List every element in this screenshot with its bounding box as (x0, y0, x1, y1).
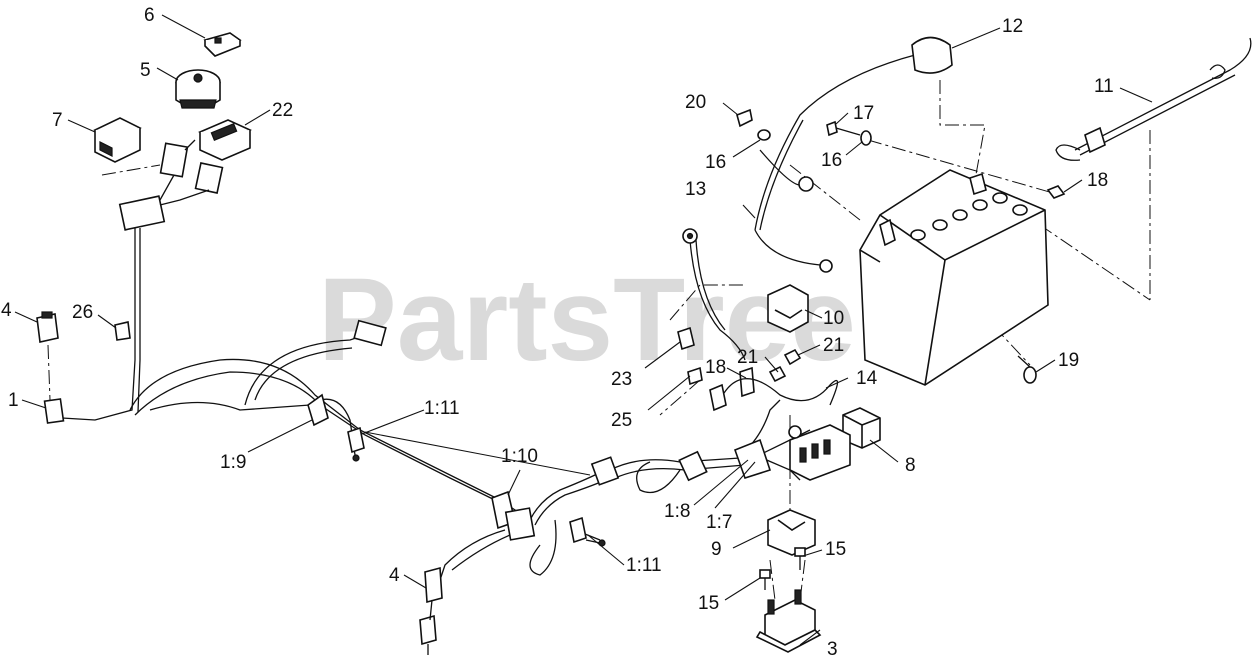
part-3-solenoid (755, 589, 822, 653)
callout-16-right: 16 (821, 150, 842, 171)
callout-18-center: 18 (705, 357, 726, 378)
callout-3: 3 (827, 639, 838, 660)
callout-4-lower: 4 (389, 565, 400, 586)
switch-connectors (118, 139, 224, 231)
fuse-block (789, 424, 851, 481)
part-15-bolts (759, 547, 806, 590)
callout-23: 23 (611, 369, 632, 390)
callout-19: 19 (1058, 350, 1079, 371)
part-21-nuts (768, 348, 802, 383)
watermark-text: PartsTree (318, 254, 856, 386)
battery-terminal-hardware (736, 108, 872, 146)
callout-7: 7 (52, 110, 63, 131)
callout-22: 22 (272, 100, 293, 121)
callout-13: 13 (685, 179, 706, 200)
part-7-rocker-switch (93, 117, 142, 163)
ref-1-10: 1:10 (501, 446, 538, 467)
part-4-lower-switch (419, 566, 443, 655)
callout-15-right: 15 (825, 539, 846, 560)
callout-11: 11 (1094, 76, 1114, 97)
callout-6: 6 (144, 5, 155, 26)
part-4-upper-switch (36, 311, 59, 343)
part-13-cable (682, 54, 916, 361)
callout-9: 9 (711, 539, 722, 560)
callout-26: 26 (72, 302, 93, 323)
callout-25: 25 (611, 410, 632, 431)
watermark: PartsTree TM (318, 254, 928, 386)
ref-1-7: 1:7 (706, 512, 732, 533)
part-19-knob (1017, 355, 1037, 384)
part-12-boot (911, 36, 953, 74)
part-10-terminal-boot (767, 284, 809, 333)
part-14-cable (709, 378, 839, 439)
part-11-hold-down-rod (1055, 37, 1252, 161)
connector-upper-plug (353, 319, 387, 347)
callout-21-left: 21 (737, 347, 758, 368)
callout-12: 12 (1002, 16, 1023, 37)
callout-21-right: 21 (823, 335, 844, 356)
callout-1: 1 (8, 390, 19, 411)
callout-5: 5 (140, 60, 151, 81)
callout-labels: 6 5 7 22 4 26 1 1:9 1:11 1:10 1:11 4 1:8… (1, 5, 1114, 660)
part-26-clip (114, 321, 131, 341)
part-6-cap (203, 32, 242, 57)
callout-16-left: 16 (705, 152, 726, 173)
part-9-cover (767, 509, 816, 556)
part-1-connector (43, 398, 65, 424)
callout-10: 10 (823, 308, 844, 329)
part-18-nut-right (1046, 185, 1066, 199)
ref-1-11-upper: 1:11 (424, 398, 460, 419)
part-5-ignition-switch (175, 69, 221, 109)
callout-20: 20 (685, 92, 706, 113)
callout-4-upper: 4 (1, 300, 12, 321)
callout-14: 14 (856, 368, 878, 389)
part-22-hour-meter (198, 119, 252, 161)
harness-right-connectors (590, 438, 772, 486)
ref-1-11-lower: 1:11 (626, 555, 662, 576)
callout-17: 17 (853, 103, 874, 124)
leader-lines (14, 14, 1153, 646)
callout-15-left: 15 (698, 593, 719, 614)
part-18-25-23-hardware (677, 326, 755, 398)
battery (859, 169, 1049, 386)
alignment-lines (47, 80, 1151, 601)
ref-1-9: 1:9 (220, 452, 246, 473)
callout-18-right: 18 (1087, 170, 1108, 191)
callout-8: 8 (905, 455, 916, 476)
ref-1-8: 1:8 (664, 501, 690, 522)
